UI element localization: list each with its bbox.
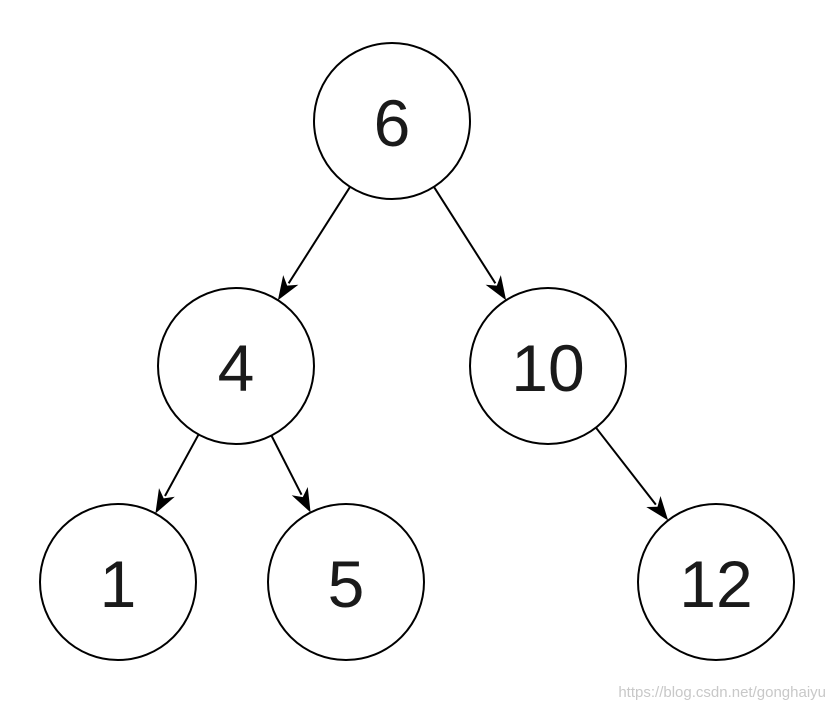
edge-n6-n10 (433, 186, 507, 301)
node-circle (313, 42, 471, 200)
node-label: 6 (374, 86, 411, 160)
node-label: 5 (328, 547, 365, 621)
arrowhead-icon (646, 495, 669, 521)
edge-line (270, 435, 303, 496)
edge-n10-n12 (595, 426, 669, 521)
edge-n4-n1 (155, 433, 200, 514)
node-circle (637, 503, 795, 661)
tree-node-4: 4 (157, 287, 315, 445)
node-circle (469, 287, 627, 445)
tree-node-12: 12 (637, 503, 795, 661)
edge-n6-n4 (277, 186, 351, 301)
edge-line (287, 186, 351, 284)
tree-node-1: 1 (39, 503, 197, 661)
node-label: 4 (218, 331, 255, 405)
arrowhead-icon (485, 275, 507, 301)
edge-line (164, 433, 200, 497)
node-circle (39, 503, 197, 661)
tree-node-6: 6 (313, 42, 471, 200)
node-label: 10 (511, 331, 584, 405)
tree-node-10: 10 (469, 287, 627, 445)
arrowhead-icon (291, 487, 311, 513)
node-circle (267, 503, 425, 661)
arrowhead-icon (155, 488, 175, 514)
edge-line (595, 426, 657, 506)
tree-node-5: 5 (267, 503, 425, 661)
edge-line (433, 186, 497, 284)
nodes-layer: 6 4 10 1 5 12 (39, 42, 795, 661)
watermark-text: https://blog.csdn.net/gonghaiyu (618, 684, 826, 701)
node-label: 1 (100, 547, 137, 621)
edges-layer (155, 186, 669, 521)
node-label: 12 (679, 547, 752, 621)
edge-n4-n5 (270, 435, 311, 513)
node-circle (157, 287, 315, 445)
arrowhead-icon (277, 275, 299, 301)
